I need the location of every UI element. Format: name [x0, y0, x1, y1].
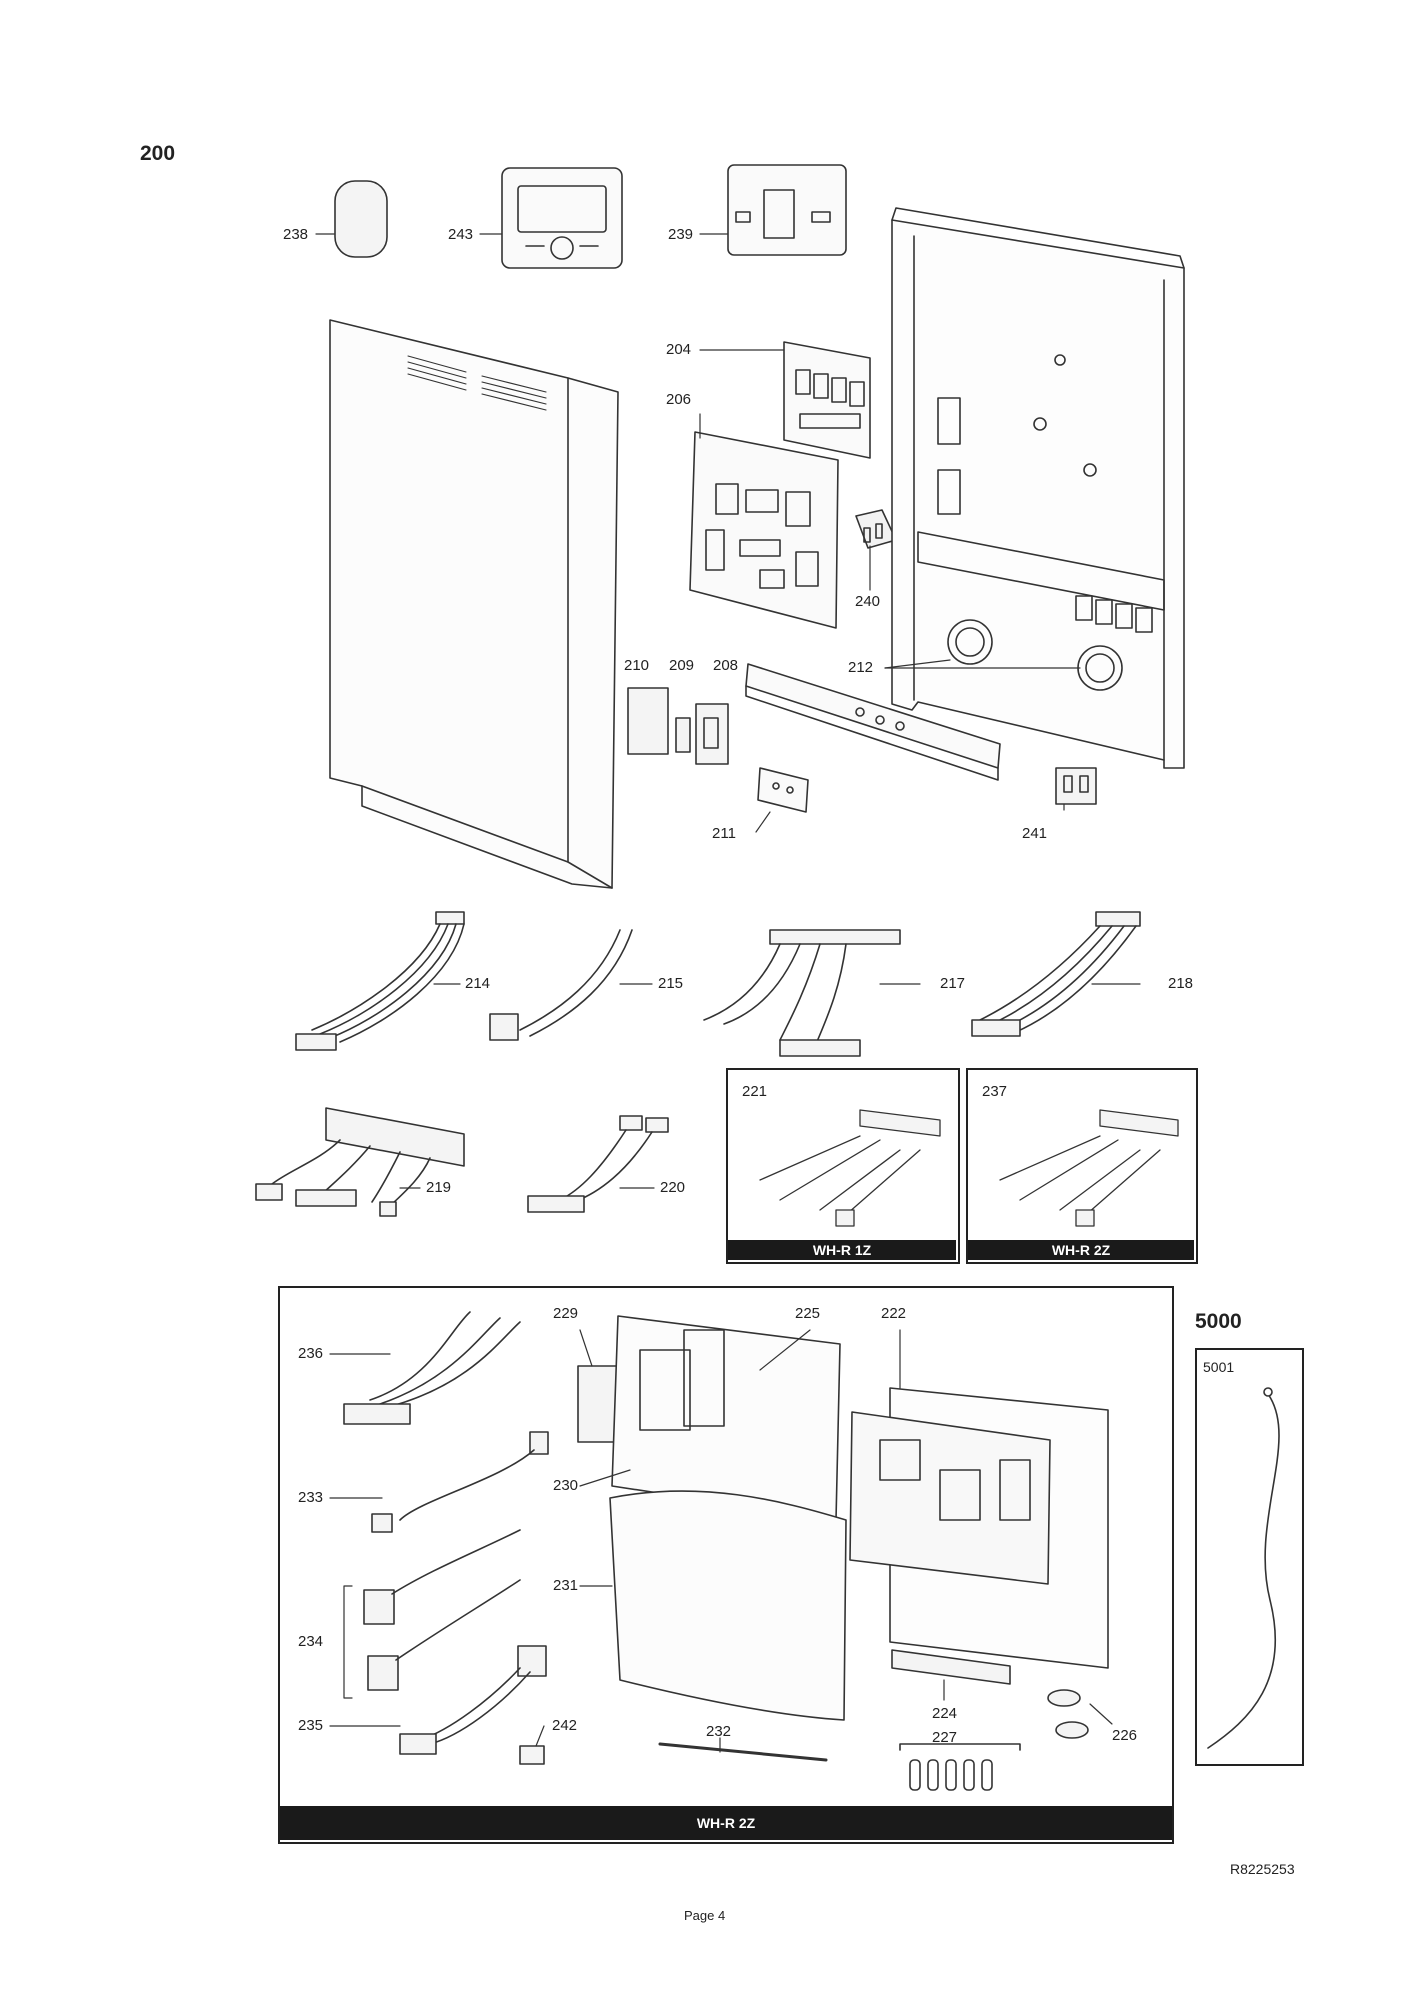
callout-224: 224	[932, 1705, 958, 1722]
kit-221-parts	[759, 1109, 941, 1227]
callout-237: 237	[982, 1083, 1008, 1100]
part-209-clip	[675, 717, 691, 753]
part-220-harness	[527, 1115, 669, 1213]
part-5001-wire	[1207, 1387, 1280, 1749]
callout-214: 214	[465, 975, 491, 992]
callout-220: 220	[660, 1179, 686, 1196]
part-242-clip	[519, 1745, 545, 1765]
part-219-terminal-strip	[255, 1107, 465, 1217]
main-2z-box	[278, 1286, 1174, 1844]
part-217-harness	[703, 929, 901, 1057]
callout-227: 227	[932, 1729, 958, 1746]
part-232-strip	[658, 1742, 828, 1762]
callout-242: 242	[552, 1717, 578, 1734]
callout-208: 208	[713, 657, 739, 674]
part-236-harness	[343, 1311, 521, 1425]
callout-241: 241	[1022, 825, 1048, 842]
callout-212: 212	[848, 659, 874, 676]
part-222-pcb-housing	[849, 1387, 1109, 1669]
callout-219: 219	[426, 1179, 452, 1196]
page-number: Page 4	[684, 1908, 726, 1923]
callout-231: 231	[553, 1577, 579, 1594]
callout-236: 236	[298, 1345, 324, 1362]
section-title-5000: 5000	[1195, 1310, 1242, 1333]
front-cover-panel	[329, 319, 619, 889]
callout-222: 222	[881, 1305, 907, 1322]
part-240-terminal	[855, 509, 897, 549]
part-233-sensor-cable	[371, 1431, 549, 1533]
part-235-harness	[399, 1645, 547, 1755]
callout-5001: 5001	[1203, 1359, 1235, 1375]
kit-237-parts	[999, 1109, 1179, 1227]
part-204-relay-board	[783, 341, 871, 459]
callout-210: 210	[624, 657, 650, 674]
part-226-grommets	[1047, 1689, 1089, 1739]
callout-239: 239	[668, 226, 694, 243]
sensor-5000-box	[1195, 1348, 1304, 1766]
part-206-main-pcb	[689, 431, 839, 629]
callout-217: 217	[940, 975, 966, 992]
mounting-rail	[745, 663, 1001, 781]
callout-233: 233	[298, 1489, 324, 1506]
section-title-200: 200	[140, 142, 176, 165]
callout-240: 240	[855, 593, 881, 610]
kit-2z-box	[966, 1068, 1198, 1264]
part-208-bracket	[695, 703, 729, 765]
callout-243: 243	[448, 226, 474, 243]
part-214-harness	[295, 911, 465, 1051]
part-211-board	[757, 767, 809, 813]
callout-204: 204	[666, 341, 692, 358]
part-238-sensor	[334, 180, 388, 258]
kit-2z-caption: WH-R 2Z	[968, 1240, 1194, 1260]
kit-1z-box	[726, 1068, 960, 1264]
drawing-reference: R8225253	[1230, 1861, 1295, 1877]
part-230-frame	[611, 1315, 841, 1521]
callout-229: 229	[553, 1305, 579, 1322]
callout-232: 232	[706, 1723, 732, 1740]
callout-206: 206	[666, 391, 692, 408]
part-234-probes	[363, 1529, 521, 1691]
main-2z-caption: WH-R 2Z	[280, 1806, 1172, 1840]
callout-221: 221	[742, 1083, 768, 1100]
callout-209: 209	[669, 657, 695, 674]
part-231-front-cover	[609, 1490, 847, 1721]
callout-238: 238	[283, 226, 309, 243]
kit-1z-caption: WH-R 1Z	[728, 1240, 956, 1260]
callout-235: 235	[298, 1717, 324, 1734]
part-241-connector	[1055, 767, 1097, 805]
leader-lines	[315, 233, 1141, 1753]
part-224-connector-row	[891, 1649, 1011, 1685]
part-210-block	[627, 687, 669, 755]
part-218-harness	[971, 911, 1141, 1037]
back-housing	[891, 207, 1185, 769]
callout-225: 225	[795, 1305, 821, 1322]
part-243-controller	[501, 167, 623, 269]
callout-234: 234	[298, 1633, 324, 1650]
part-215-harness	[489, 929, 633, 1041]
callout-211: 211	[712, 825, 736, 842]
part-227-fuses	[899, 1743, 1021, 1791]
callout-230: 230	[553, 1477, 579, 1494]
part-239-wall-unit	[727, 164, 847, 256]
callout-218: 218	[1168, 975, 1194, 992]
callout-226: 226	[1112, 1727, 1138, 1744]
callout-215: 215	[658, 975, 684, 992]
